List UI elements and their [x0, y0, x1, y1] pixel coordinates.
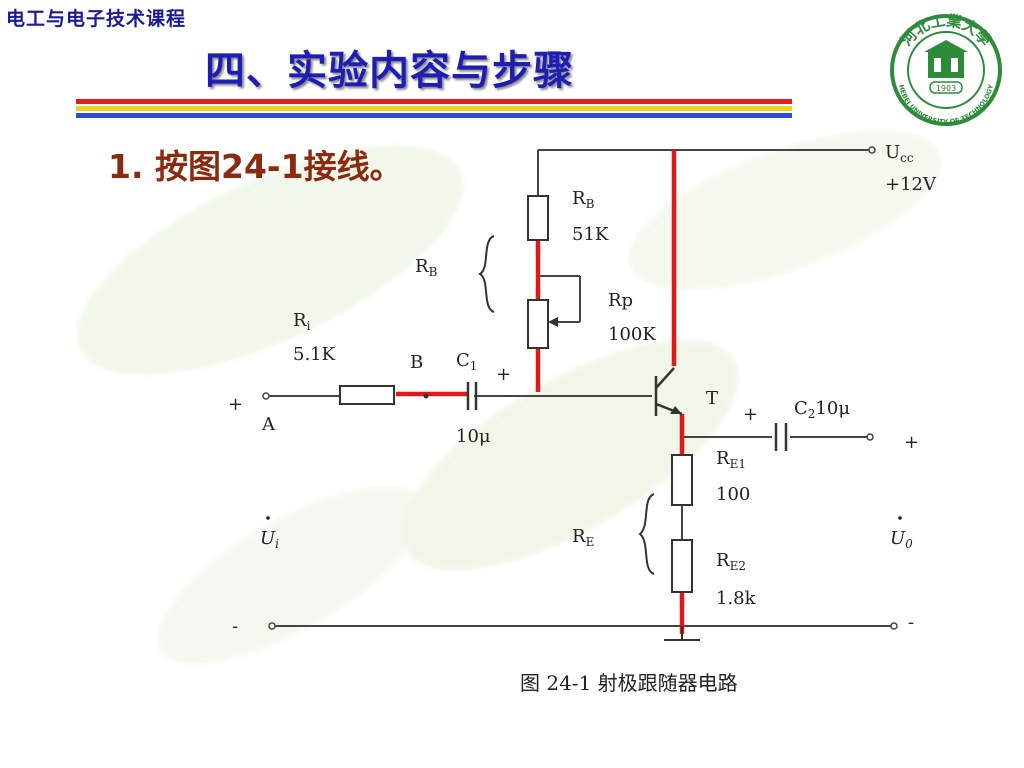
- label-input-plus: +: [228, 394, 243, 415]
- title-underline-red: [76, 99, 792, 104]
- label-node-a: A: [261, 414, 276, 435]
- label-re-group: RE: [572, 526, 594, 549]
- label-c2-plus: +: [743, 404, 758, 425]
- terminal-input: [262, 392, 270, 400]
- label-input-minus: -: [232, 616, 238, 637]
- potentiometer-rp: [527, 299, 549, 349]
- label-transistor: T: [706, 388, 718, 409]
- logo-year: 1903: [936, 84, 956, 93]
- resistor-ri: [339, 385, 395, 405]
- label-ri-value: 5.1K: [293, 344, 336, 365]
- label-output-plus: +: [904, 432, 919, 453]
- emitter-arrow-icon: [670, 406, 682, 414]
- label-ucc-value: +12V: [885, 174, 937, 195]
- label-c1-value: 10μ: [456, 426, 491, 447]
- title-underline-yellow: [76, 106, 792, 111]
- label-rb: RB: [572, 188, 595, 211]
- label-rp-value: 100K: [608, 324, 656, 345]
- resistor-re1: [671, 454, 693, 506]
- terminal-ground-left: [268, 622, 276, 630]
- terminal-output: [866, 433, 874, 441]
- label-re1-value: 100: [716, 484, 750, 505]
- label-c1-plus: +: [496, 364, 511, 385]
- ui-phasor-dot: [266, 516, 270, 520]
- label-ri: Ri: [293, 310, 311, 333]
- title-underline-blue: [76, 113, 792, 118]
- resistor-rb: [527, 195, 549, 241]
- label-rp: Rp: [608, 290, 633, 311]
- label-node-b: B: [410, 352, 423, 373]
- university-logo: 河北工業大學 HEBEI UNIVERSITY OF TECHNOLOGY 19…: [890, 12, 1002, 126]
- ground-icon: [664, 626, 700, 641]
- label-re2: RE2: [716, 550, 746, 573]
- step-instruction: 1. 按图24-1接线。: [108, 147, 403, 186]
- rp-wiper-arrow-icon: [548, 317, 558, 327]
- figure-caption: 图 24-1 射极跟随器电路: [520, 671, 738, 695]
- page-title: 四、实验内容与步骤: [205, 48, 574, 94]
- label-re2-value: 1.8k: [716, 588, 757, 609]
- terminal-ucc: [868, 146, 876, 154]
- brace-rb-group: [478, 235, 495, 313]
- label-ucc: Ucc: [885, 142, 914, 165]
- course-name: 电工与电子技术课程: [6, 8, 187, 30]
- transistor-npn-icon: [654, 367, 683, 416]
- label-c2: C210μ: [794, 398, 850, 421]
- terminal-ground-right: [890, 622, 898, 630]
- brace-re-group: [638, 493, 655, 575]
- label-c1: C1: [456, 350, 477, 373]
- label-rb-group: RB: [415, 256, 438, 279]
- resistor-re2: [671, 539, 693, 593]
- uo-phasor-dot: [898, 516, 902, 520]
- label-re1: RE1: [716, 448, 746, 471]
- node-b-dot: [423, 393, 429, 399]
- label-ui: Ui: [260, 528, 279, 551]
- label-rb-value: 51K: [572, 224, 609, 245]
- label-uo: U0: [890, 528, 913, 551]
- label-output-minus: -: [908, 612, 914, 633]
